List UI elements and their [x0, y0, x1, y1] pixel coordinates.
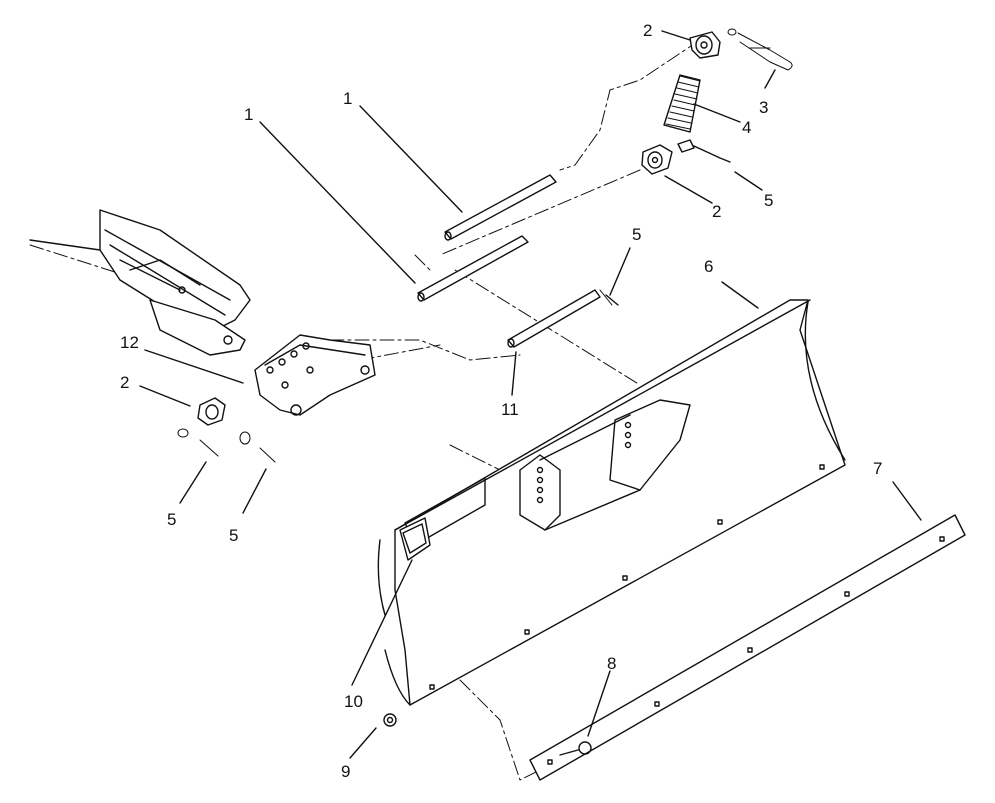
clevis-block-left: [197, 397, 226, 426]
plow-blade: [377, 299, 846, 706]
pivot-rod-lower: [417, 235, 529, 302]
callout-7: 7: [873, 459, 882, 478]
pivot-rod-upper: [444, 174, 557, 241]
blade-handle: [399, 517, 431, 561]
callout-8: 8: [607, 654, 616, 673]
mounting-bracket: [254, 334, 376, 416]
wear-strip: [529, 514, 966, 781]
assembly-centerlines: [29, 39, 701, 781]
callout-11: 11: [501, 400, 519, 419]
pin-rod: [507, 289, 619, 348]
callout-2-top: 2: [643, 21, 652, 40]
callout-6: 6: [704, 257, 713, 276]
callout-1-upper: 1: [343, 89, 352, 108]
spring-clip: [727, 28, 793, 71]
callout-10: 10: [344, 692, 363, 711]
callout-3: 3: [759, 98, 768, 117]
carriage-bolt: [559, 741, 592, 756]
compression-spring: [663, 74, 701, 133]
leader-lines: [139, 30, 922, 759]
callout-5-right: 5: [764, 191, 773, 210]
clevis-block-middle: [641, 139, 731, 175]
callout-2-middle: 2: [712, 202, 721, 221]
hex-nut: [383, 713, 397, 727]
tractor-frame: [29, 209, 251, 356]
callout-12: 12: [120, 333, 139, 352]
callout-4: 4: [742, 118, 751, 137]
callout-5-center: 5: [632, 225, 641, 244]
callout-2-left: 2: [120, 373, 129, 392]
callout-1-lower: 1: [244, 105, 253, 124]
callout-5-left-a: 5: [167, 510, 176, 529]
callout-9: 9: [341, 762, 350, 781]
callout-labels: 2 3 4 1 1 2 5 5 6 12 11 2 5 5 7 8 10 9: [120, 21, 882, 781]
callout-5-left-b: 5: [229, 526, 238, 545]
clevis-block-top: [689, 31, 721, 59]
clevis-pin-left: [177, 289, 613, 463]
